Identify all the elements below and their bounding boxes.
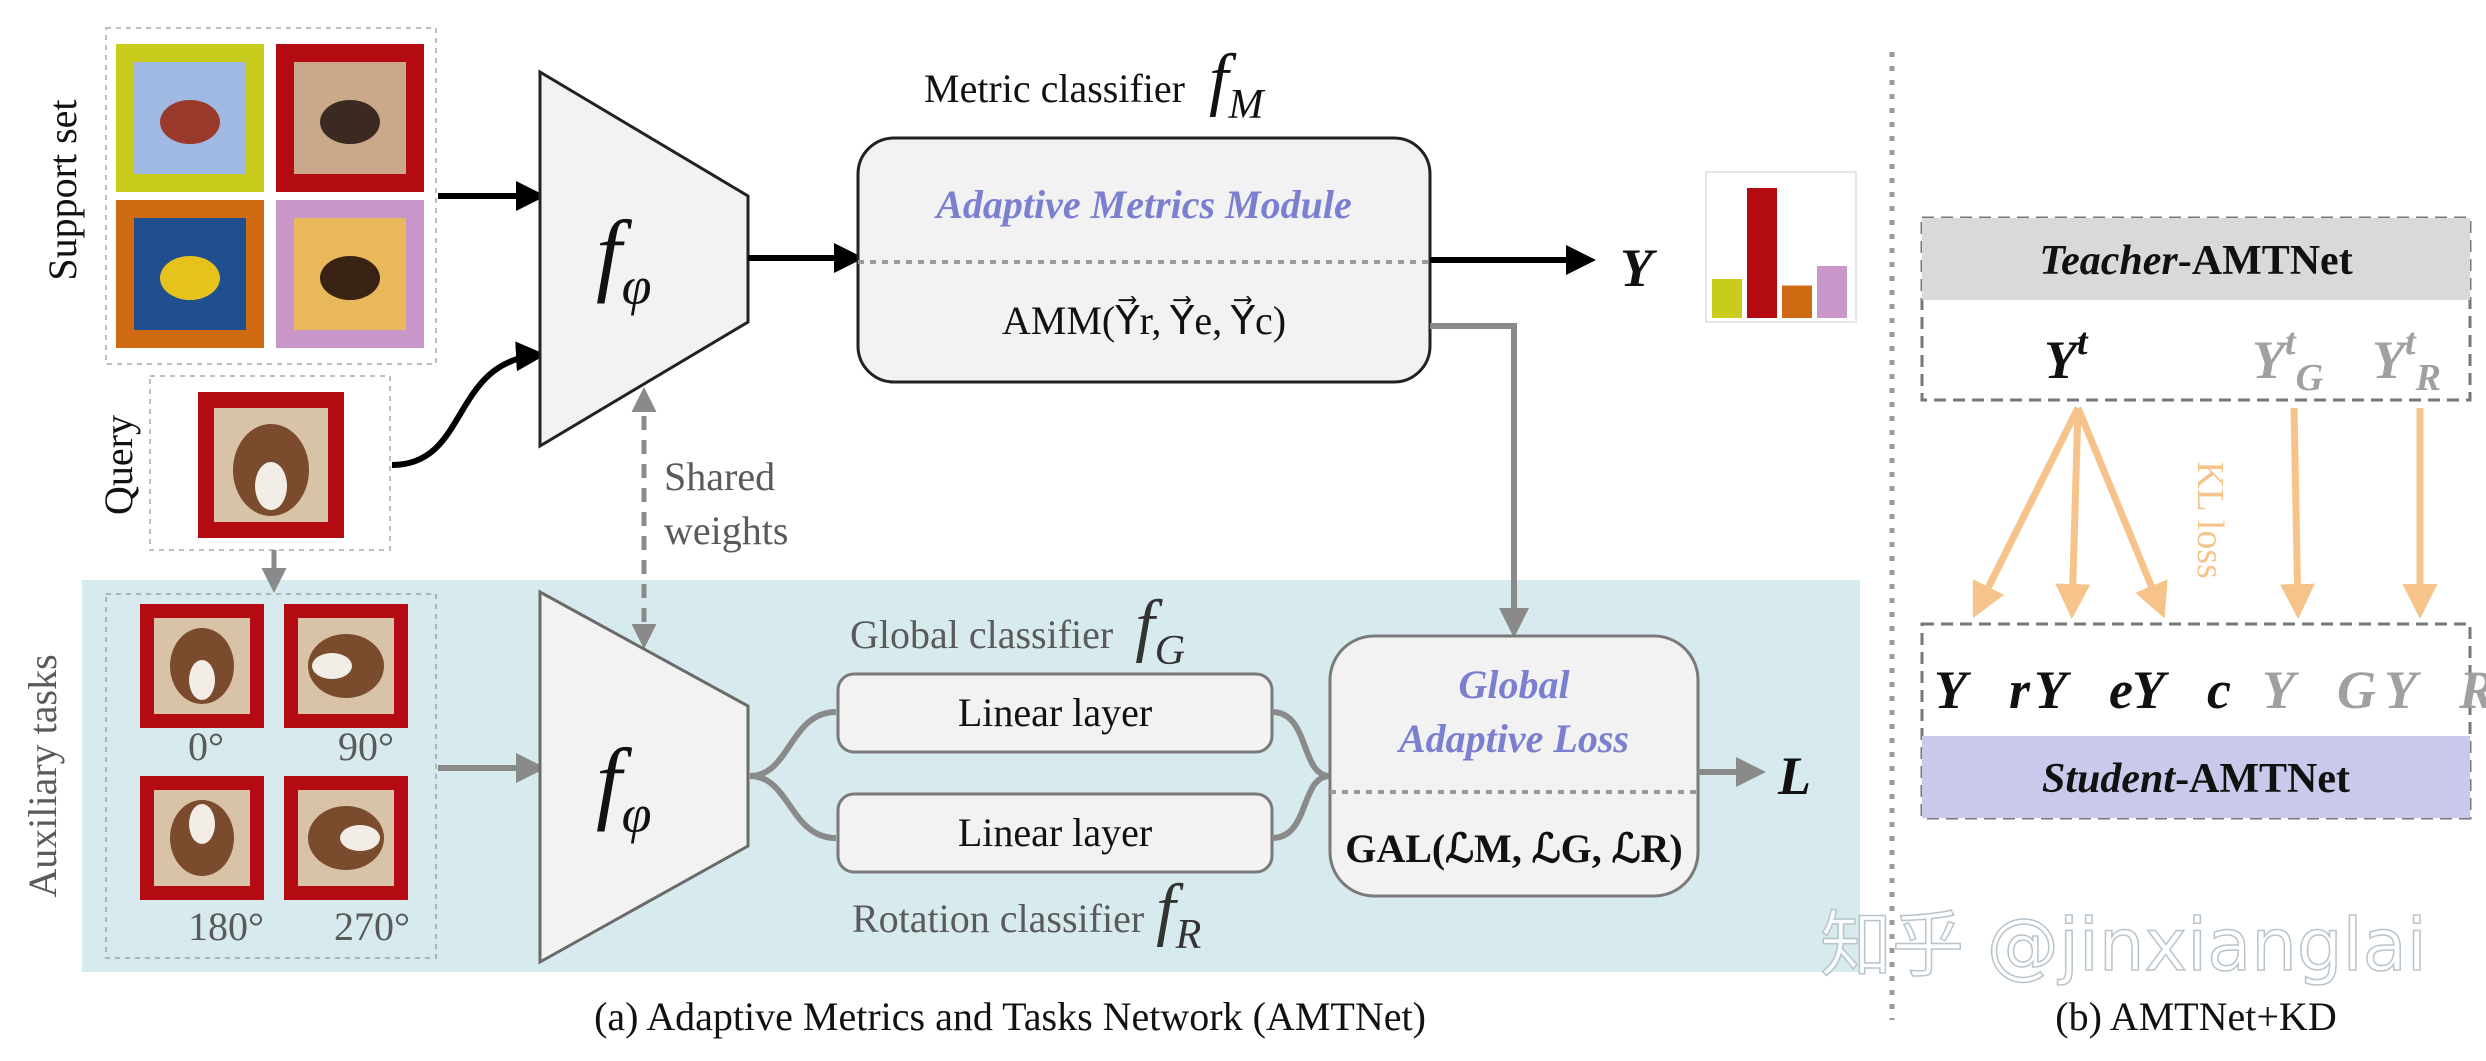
student-header	[1922, 736, 2470, 818]
teacher-title: Teacher-AMTNet	[2039, 238, 2352, 284]
support-image-bird	[116, 44, 264, 192]
encoder-to-layers-brace	[749, 709, 837, 841]
shared-weights-line1: Shared	[664, 454, 775, 499]
student-output-ye: Y⃗e	[2034, 660, 2133, 720]
output-bar-2	[1782, 285, 1812, 318]
adaptive-metrics-module-title: Adaptive Metrics Module	[933, 182, 1352, 227]
support-image-dog	[276, 44, 424, 192]
gal-formula: GAL(ℒM, ℒG, ℒR)	[1345, 826, 1683, 871]
rotated-images-box	[105, 593, 437, 959]
global-linear-layer-label: Linear layer	[958, 690, 1152, 735]
output-bar-1	[1747, 188, 1777, 318]
rotation-linear-layer	[836, 792, 1274, 874]
query-label: Query	[96, 415, 141, 515]
student-output-yr: Y⃗r	[1934, 660, 2031, 720]
teacher-output-yg: YtG	[2252, 321, 2324, 399]
student-output-yrot: Y⃗R	[2384, 660, 2486, 720]
layers-to-gal-brace	[1271, 709, 1331, 841]
query-box	[149, 375, 391, 551]
query-to-encoder-arrow	[391, 341, 546, 468]
output-bar-0	[1712, 279, 1742, 318]
encoder-bottom	[538, 589, 750, 965]
loss-output-label: L	[1777, 746, 1811, 806]
query-image	[198, 392, 344, 538]
support-set-label: Support set	[40, 99, 85, 280]
shared-weights-line2: weights	[664, 508, 788, 553]
auxiliary-tasks-label: Auxiliary tasks	[20, 654, 65, 897]
caption-a: (a) Adaptive Metrics and Tasks Network (…	[594, 994, 1426, 1039]
teacher-output-y: Yt	[2044, 321, 2089, 390]
rotated-image-90	[284, 604, 408, 728]
caption-b: (b) AMTNet+KD	[2055, 994, 2336, 1039]
teacher-output-yr: YtR	[2372, 321, 2441, 399]
rotated-image-180	[140, 776, 264, 900]
angle-label-180: 180°	[188, 904, 264, 949]
metric-to-gal-arrow	[1430, 323, 1529, 638]
student-title: Student-AMTNet	[2042, 756, 2350, 802]
kl-loss-label: KL loss	[2189, 461, 2231, 579]
student-output-yg: Y⃗G	[2262, 660, 2376, 720]
watermark: 知乎 @jinxianglai	[1820, 903, 2427, 987]
output-bars	[1712, 188, 1847, 318]
student-output-yc: Y⃗c	[2132, 660, 2231, 720]
gal-title-line2: Adaptive Loss	[1396, 716, 1629, 761]
global-adaptive-loss-module	[1328, 634, 1700, 898]
kd-arrows	[1972, 406, 2438, 619]
gal-title-line1: Global	[1458, 662, 1570, 707]
support-set-box	[105, 27, 437, 365]
amm-formula: AMM(Y⃗r, Y⃗e, Y⃗c)	[1002, 296, 1286, 343]
support-image-fish	[116, 200, 264, 348]
angle-label-0: 0°	[188, 724, 224, 769]
rotated-image-270	[284, 776, 408, 900]
output-bar-3	[1817, 266, 1847, 318]
rotated-image-0	[140, 604, 264, 728]
rotation-linear-layer-label: Linear layer	[958, 810, 1152, 855]
encoder-bottom-symbol: fφ	[596, 730, 651, 844]
rotated-images	[140, 604, 408, 900]
encoder-top	[538, 69, 750, 449]
support-images	[116, 44, 424, 348]
output-y-label: Y⃗	[1620, 238, 1695, 298]
teacher-header	[1922, 218, 2470, 300]
angle-label-90: 90°	[338, 724, 394, 769]
support-image-ant	[276, 200, 424, 348]
angle-label-270: 270°	[334, 904, 410, 949]
